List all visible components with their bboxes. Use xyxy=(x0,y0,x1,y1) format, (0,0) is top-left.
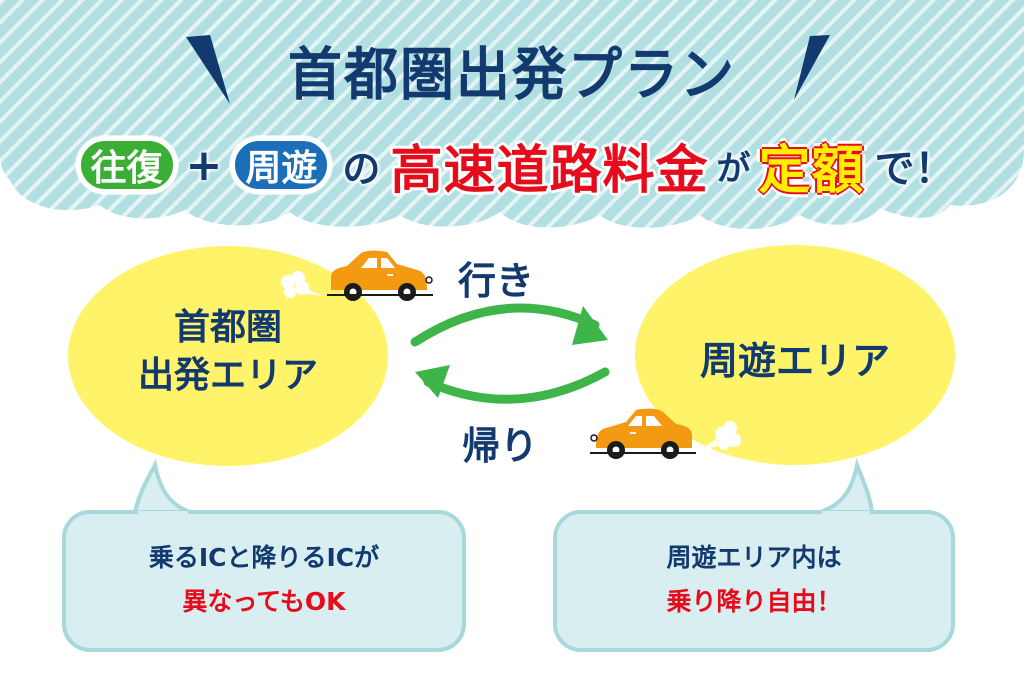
right-speech-bubble xyxy=(553,457,955,652)
exhaust-cloud-icon xyxy=(281,271,324,298)
arrow-right-icon xyxy=(410,303,600,347)
circuit-area-ellipse xyxy=(635,245,955,465)
exhaust-cloud-icon xyxy=(700,421,741,450)
striped-cloud-header xyxy=(0,0,1024,229)
origin-area-ellipse xyxy=(68,246,388,466)
left-bubble-line1: 乗るICと降りるICが xyxy=(148,543,380,572)
route-return-label: 帰り xyxy=(462,424,539,468)
car-icon xyxy=(590,408,696,459)
origin-area-line1: 首都圏 xyxy=(173,307,282,348)
right-bubble-line2: 乗り降り自由！ xyxy=(666,587,842,616)
page-title: 首都圏出発プラン xyxy=(288,41,736,108)
particle-ga: が xyxy=(716,148,751,189)
origin-area-label: 首都圏 出発エリア xyxy=(88,304,368,400)
ending-text: で！ xyxy=(874,146,955,192)
plus-sign: + xyxy=(185,139,223,191)
arrow-left-icon xyxy=(423,367,610,404)
circuit-pill: 周遊 xyxy=(230,136,333,194)
particle-no: の xyxy=(342,146,381,191)
left-speech-bubble xyxy=(62,458,466,652)
title-right-slash-icon xyxy=(794,35,830,100)
title-left-slash-icon xyxy=(186,35,230,104)
fixed-rate-text: 定額 xyxy=(758,140,865,201)
subtitle: 往復 + 周遊 の 高速道路料金 が 定額 で！ xyxy=(60,130,970,201)
outbound-pill: 往復 xyxy=(75,136,178,194)
circuit-area-label: 周遊エリア xyxy=(699,339,890,383)
route-out-label: 行き xyxy=(458,259,535,303)
highway-fee-text: 高速道路料金 xyxy=(390,140,709,201)
left-bubble-text: 乗るICと降りるICが 異なってもOK xyxy=(64,536,464,624)
car-icon xyxy=(327,250,433,301)
origin-area-line2: 出発エリア xyxy=(137,355,318,396)
left-bubble-line2: 異なってもOK xyxy=(182,587,346,616)
right-bubble-line1: 周遊エリア内は xyxy=(666,543,842,572)
right-bubble-text: 周遊エリア内は 乗り降り自由！ xyxy=(555,536,953,624)
